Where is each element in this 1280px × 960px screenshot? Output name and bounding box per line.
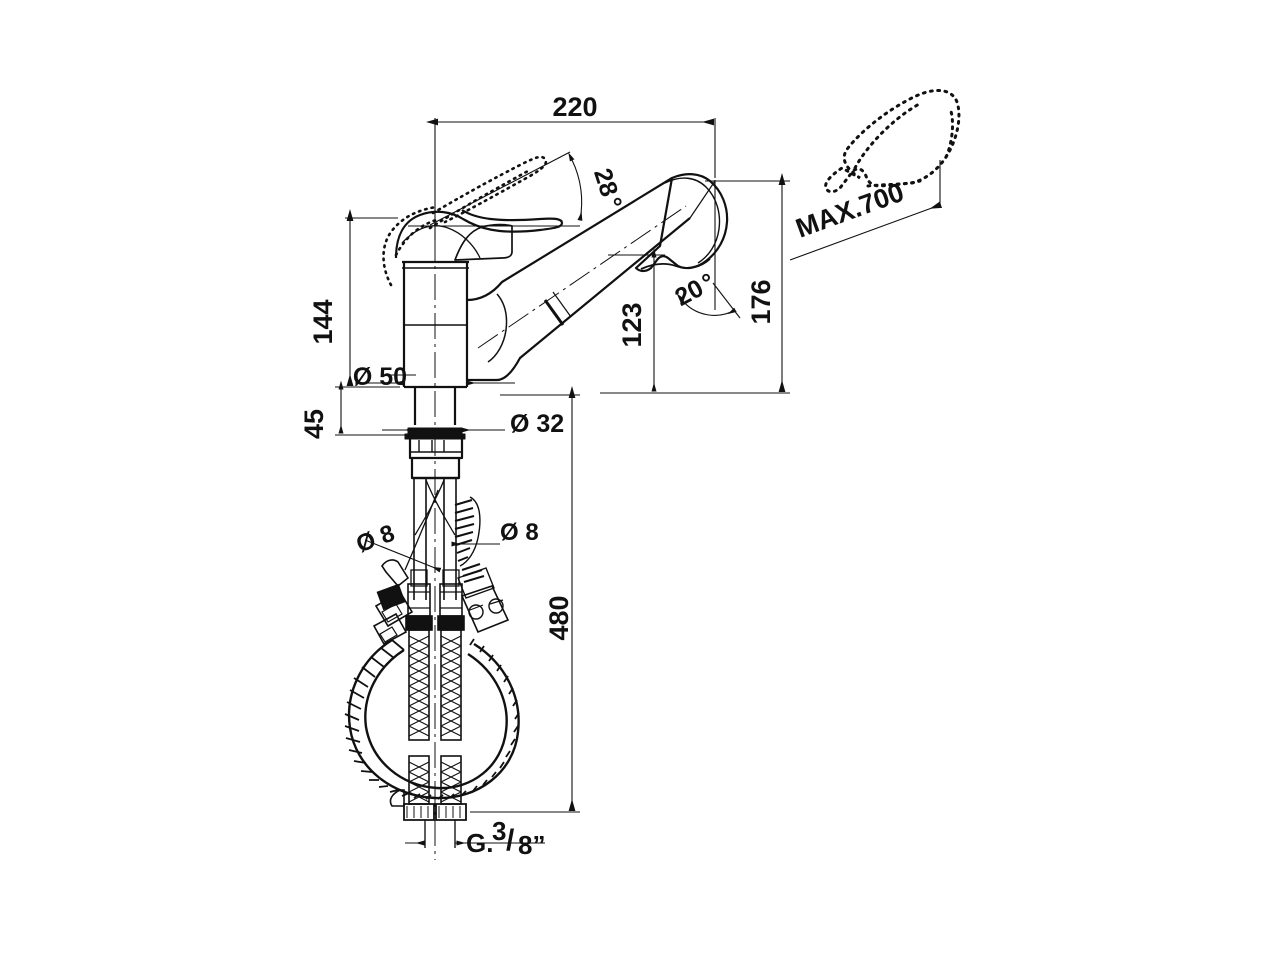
supply-end-fittings (389, 789, 467, 848)
riser-tubes (413, 478, 457, 600)
leader-d8-left (364, 539, 442, 573)
left-connector (372, 559, 414, 646)
braided-hoses (408, 629, 462, 805)
thread-slash: / (506, 824, 515, 857)
dim-label-144: 144 (308, 299, 338, 344)
spray-head-lip (640, 258, 711, 270)
dim-label-45: 45 (299, 409, 329, 439)
right-connector (457, 563, 510, 634)
coiled-hose (344, 638, 520, 800)
spray-head-detached-ghost (824, 89, 961, 194)
dim-label-d50: Ø 50 (353, 363, 407, 391)
dim-label-d8-right: Ø 8 (500, 519, 539, 546)
spout-upper-edge (466, 177, 673, 302)
dim-label-176: 176 (746, 279, 776, 324)
dim-label-20deg: 20 ° (670, 268, 719, 312)
dimension-text-group: 220 144 45 Ø 50 Ø 32 123 176 480 MAX.700… (299, 92, 908, 860)
dim-label-220: 220 (552, 92, 597, 122)
braid-stub-right (454, 496, 481, 567)
spout-base-curve (487, 293, 508, 363)
lever-handle-crease (401, 225, 481, 259)
riser-cross-a (425, 479, 456, 536)
thread-prefix: G. (466, 828, 493, 858)
spout-lower-edge (467, 217, 691, 382)
dim-label-480: 480 (544, 595, 574, 640)
faucet-body (382, 155, 729, 860)
shank-sides (413, 387, 457, 425)
spray-head-outline (634, 173, 729, 273)
riser-cross-c (404, 489, 439, 571)
locknut-outline (408, 439, 464, 460)
spray-head-inner-curve (664, 177, 721, 264)
angle-arc-20 (676, 293, 737, 316)
deck-gasket (404, 433, 466, 440)
locknut-ribs (418, 440, 445, 452)
spray-head-split-line (543, 299, 565, 326)
angle-arc-28 (568, 152, 583, 221)
lever-handle-outline (394, 209, 564, 259)
dim-label-d8-left: Ø 8 (353, 520, 399, 559)
dim-label-123: 123 (617, 302, 647, 347)
spray-head-split-line-2 (552, 291, 572, 318)
center-line-spout (477, 205, 687, 349)
lever-handle-open-ghost (382, 155, 548, 287)
dim-label-d32: Ø 32 (510, 410, 564, 438)
thread-denominator: 8” (518, 830, 545, 860)
thread-numerator: 3 (492, 816, 506, 846)
hose-couplings (405, 569, 465, 631)
hose-assembly (344, 478, 520, 848)
dimension-lines (335, 118, 943, 848)
dim-line-max700 (789, 201, 943, 261)
spray-head-edge (689, 180, 716, 219)
angle-28-value: 28 (588, 165, 623, 200)
dim-label-thread: G. 3 / 8” (466, 816, 545, 860)
lever-handle-thumb (454, 223, 513, 261)
dim-label-28deg: 28 ° (588, 165, 627, 213)
dim-label-max700: MAX.700 (792, 177, 908, 244)
